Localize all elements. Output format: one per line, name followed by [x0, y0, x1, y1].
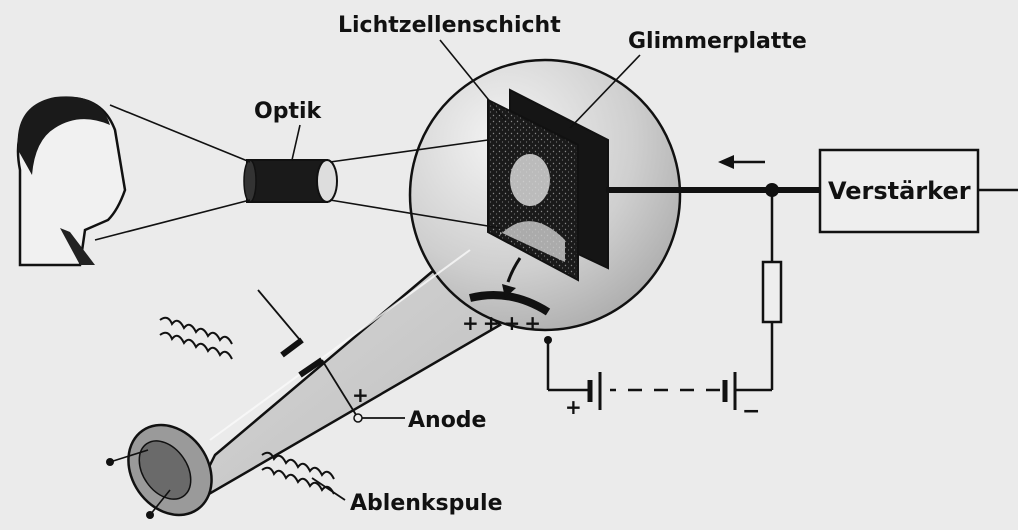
label-verstaerker: Verstärker: [828, 177, 971, 205]
cathode-leads: [109, 449, 171, 516]
mosaic-image: [500, 154, 565, 262]
anode-plus: +: [352, 383, 369, 407]
deflection-coil-top: [159, 316, 233, 360]
arrow-left-icon: [718, 155, 765, 169]
label-glimmerplatte: Glimmerplatte: [628, 29, 807, 54]
plus-signs: ++++: [462, 311, 545, 335]
anode-plates: [280, 337, 324, 378]
optik-lens: [243, 159, 338, 203]
label-ablenkspule: Ablenkspule: [350, 491, 503, 516]
anode-lead: [257, 289, 405, 419]
tube-neck: [127, 263, 503, 517]
battery-plus: +: [565, 395, 582, 419]
electron-beam: [209, 249, 471, 441]
deflection-coil-bottom: [261, 451, 335, 495]
resistor: [761, 260, 783, 324]
label-leaders: [291, 39, 641, 161]
circuit: [546, 190, 783, 410]
person-head: [16, 96, 127, 267]
beam-arrow-icon: [502, 257, 522, 298]
battery-minus: −: [742, 399, 760, 424]
light-rays: [94, 104, 501, 241]
label-lichtzellenschicht: Lichtzellenschicht: [338, 13, 561, 38]
label-optik: Optik: [254, 99, 323, 124]
collector-ring: [469, 291, 551, 316]
label-anode: Anode: [408, 408, 486, 433]
